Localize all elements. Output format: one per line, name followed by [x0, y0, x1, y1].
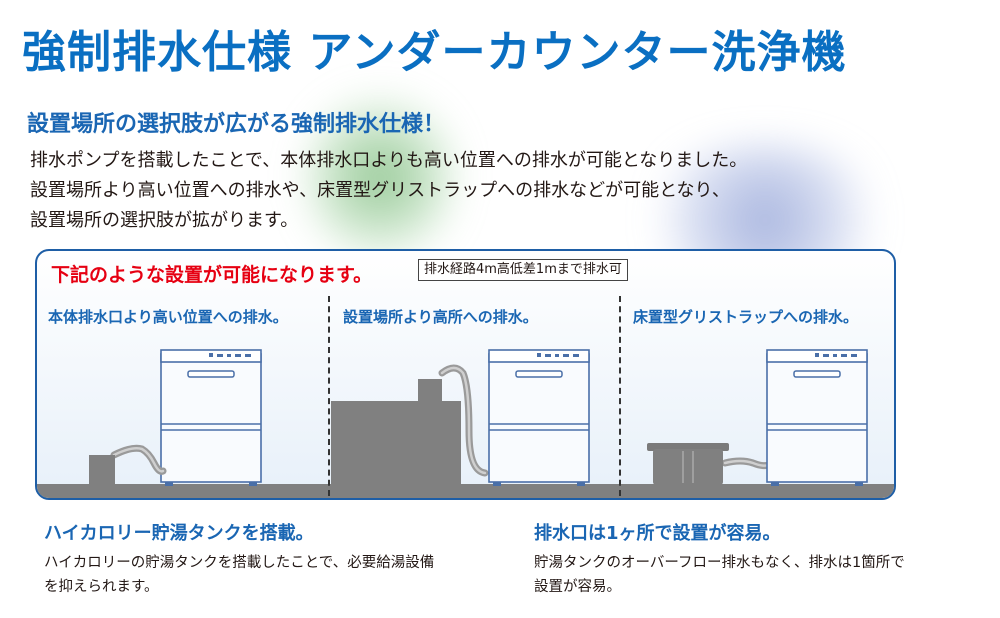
feature-title-tank: ハイカロリー貯湯タンクを搭載。	[44, 523, 314, 544]
feature-title-drain: 排水口は1ヶ所で設置が容易。	[534, 523, 781, 544]
feature-line: 貯湯タンクのオーバーフロー排水もなく、排水は1箇所で	[534, 555, 905, 571]
intro-line: 設置場所より高い位置への排水や、床置型グリストラップへの排水などが可能となり、	[30, 180, 730, 201]
feature-line: 設置が容易。	[534, 579, 621, 595]
case-label-high-drain: 本体排水口より高い位置への排水。	[48, 308, 288, 326]
divider	[328, 296, 330, 496]
dishwasher-1	[160, 349, 262, 487]
dishwasher-3	[766, 349, 868, 487]
green-glow-decoration	[305, 90, 455, 265]
drainage-limit-note: 排水経路4m高低差1mまで排水可	[418, 259, 628, 281]
intro-line: 設置場所の選択肢が拡がります。	[30, 210, 299, 231]
feature-body-drain: 貯湯タンクのオーバーフロー排水もなく、排水は1箇所で 設置が容易。	[534, 551, 905, 599]
elevated-platform	[331, 401, 461, 485]
drain-box-1	[89, 455, 115, 485]
elevated-drain	[418, 379, 442, 403]
installation-panel: 下記のような設置が可能になります。 排水経路4m高低差1mまで排水可 本体排水口…	[35, 249, 896, 500]
case-label-elevated: 設置場所より高所への排水。	[343, 308, 538, 326]
intro-line: 排水ポンプを搭載したことで、本体排水口よりも高い位置への排水が可能となりました。	[30, 150, 748, 171]
intro-text: 排水ポンプを搭載したことで、本体排水口よりも高い位置への排水が可能となりました。…	[30, 146, 910, 236]
page-subtitle: 設置場所の選択肢が広がる強制排水仕様！	[27, 112, 446, 137]
page-title: 強制排水仕様 アンダーカウンター洗浄機	[22, 27, 847, 78]
installation-illustration	[37, 349, 894, 498]
feature-line: を抑えられます。	[44, 579, 159, 595]
grease-trap	[653, 449, 723, 485]
feature-line: ハイカロリーの貯湯タンクを搭載したことで、必要給湯設備	[44, 555, 435, 571]
divider	[619, 296, 621, 496]
panel-heading: 下記のような設置が可能になります。	[51, 264, 373, 286]
dishwasher-2	[488, 349, 590, 487]
floor	[37, 484, 894, 498]
feature-body-tank: ハイカロリーの貯湯タンクを搭載したことで、必要給湯設備 を抑えられます。	[44, 551, 434, 599]
case-label-grease-trap: 床置型グリストラップへの排水。	[633, 308, 859, 326]
